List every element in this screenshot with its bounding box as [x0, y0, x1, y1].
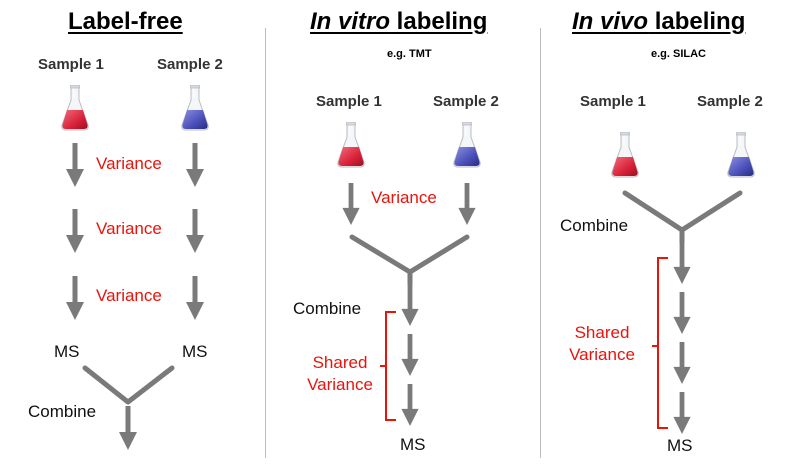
ms-label: MS: [667, 436, 693, 455]
flask-icon: [611, 132, 639, 178]
panel-subtitle: e.g. TMT: [387, 48, 432, 60]
flask-icon: [61, 85, 89, 131]
variance-label: Variance: [96, 219, 162, 238]
ms-label: MS: [182, 342, 208, 361]
sample-2-label: Sample 2: [433, 93, 499, 110]
down-arrow-icon: [119, 406, 137, 450]
variance-label: Variance: [371, 188, 437, 207]
combine-merge-lines: [622, 190, 743, 245]
ms-label: MS: [54, 342, 80, 361]
flask-icon: [337, 122, 365, 168]
variance-label: Variance: [96, 154, 162, 173]
combine-label: Combine: [28, 402, 97, 421]
sample-2-label: Sample 2: [697, 93, 763, 110]
combine-merge-lines: [349, 234, 470, 287]
bracket-icon: [385, 311, 396, 421]
panel-subtitle: e.g. SILAC: [651, 48, 707, 60]
combine-label: Combine: [293, 299, 362, 318]
panel-title-in-vivo: In vivo labeling: [572, 8, 746, 35]
sample-2-label: Sample 2: [157, 56, 223, 73]
sample-1-label: Sample 1: [580, 93, 646, 110]
flask-icon: [181, 85, 209, 131]
ms-label: MS: [400, 435, 426, 454]
combine-merge-lines: [82, 365, 175, 405]
bracket-icon: [657, 257, 668, 429]
flask-icon: [453, 122, 481, 168]
flask-icon: [727, 132, 755, 178]
sample-1-label: Sample 1: [316, 93, 382, 110]
down-arrow-icon: [673, 242, 691, 434]
panel-title-label-free: Label-free: [68, 8, 183, 35]
panel-divider: [540, 28, 541, 458]
variance-label: Variance: [96, 286, 162, 305]
down-arrow-icon: [401, 284, 419, 426]
panel-title-in-vitro: In vitro labeling: [310, 8, 488, 35]
combine-label: Combine: [560, 216, 629, 235]
sample-1-label: Sample 1: [38, 56, 104, 73]
panel-divider: [265, 28, 266, 458]
